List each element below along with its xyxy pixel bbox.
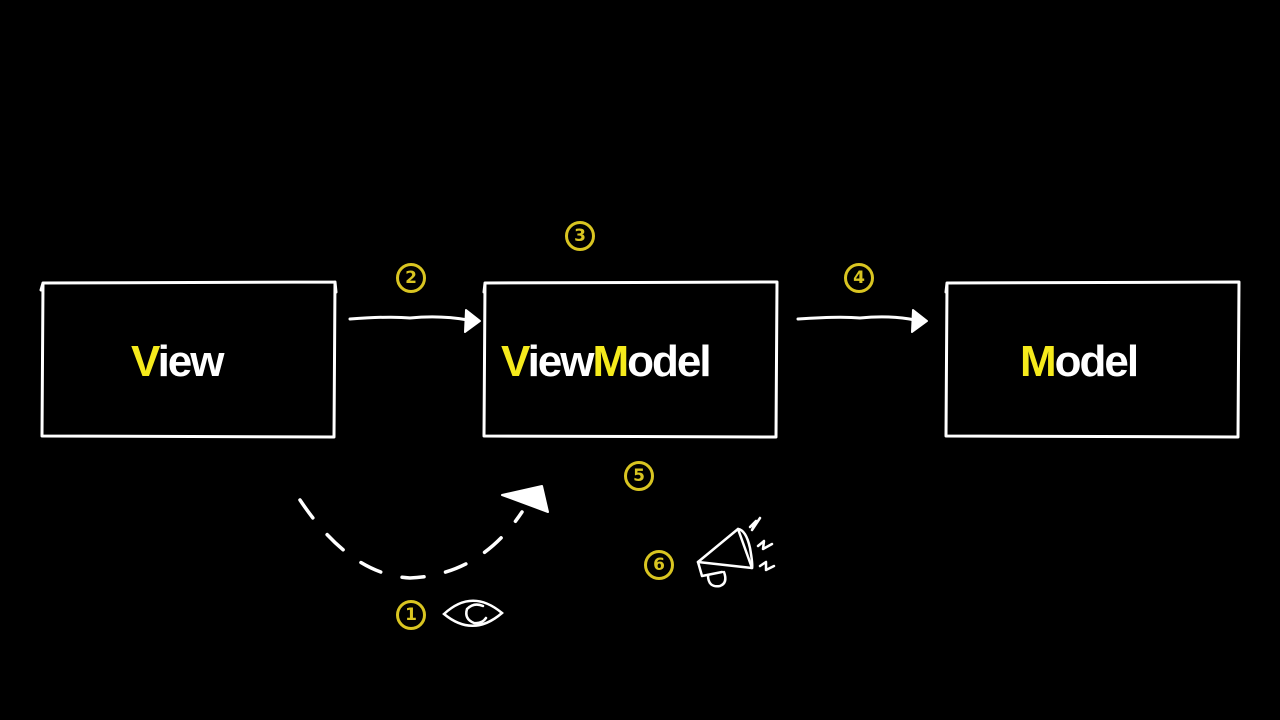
viewmodel-label-highlight-v: V [501, 337, 530, 386]
view-label: View [131, 337, 225, 386]
step-number-5: 5 [624, 461, 654, 491]
step-number-2: 2 [396, 263, 426, 293]
model-label: Model [1020, 337, 1139, 386]
view-box [39, 280, 338, 439]
observe-arrow-head [501, 485, 549, 513]
step-number-6: 6 [644, 550, 674, 580]
arrow-view-to-viewmodel [348, 315, 470, 322]
arrow-head-model [911, 309, 928, 333]
observe-dashed-arrow [298, 498, 524, 580]
view-label-highlight: V [131, 337, 160, 386]
viewmodel-label-highlight-m: M [592, 337, 629, 386]
model-label-rest: odel [1054, 337, 1139, 386]
megaphone-icon [696, 516, 776, 588]
model-label-highlight: M [1020, 337, 1057, 386]
step-number-3: 3 [565, 221, 595, 251]
step-number-1: 1 [396, 600, 426, 630]
view-label-rest: iew [157, 337, 225, 386]
viewmodel-label-rest-iew: iew [527, 337, 595, 386]
step-number-4: 4 [844, 263, 874, 293]
viewmodel-box [482, 280, 779, 439]
arrow-viewmodel-to-model [796, 315, 917, 322]
viewmodel-label: ViewModel [501, 337, 712, 386]
arrow-head-viewmodel [464, 309, 481, 333]
eye-icon [442, 599, 504, 627]
viewmodel-label-rest-odel: odel [627, 337, 711, 386]
model-box [944, 280, 1241, 439]
